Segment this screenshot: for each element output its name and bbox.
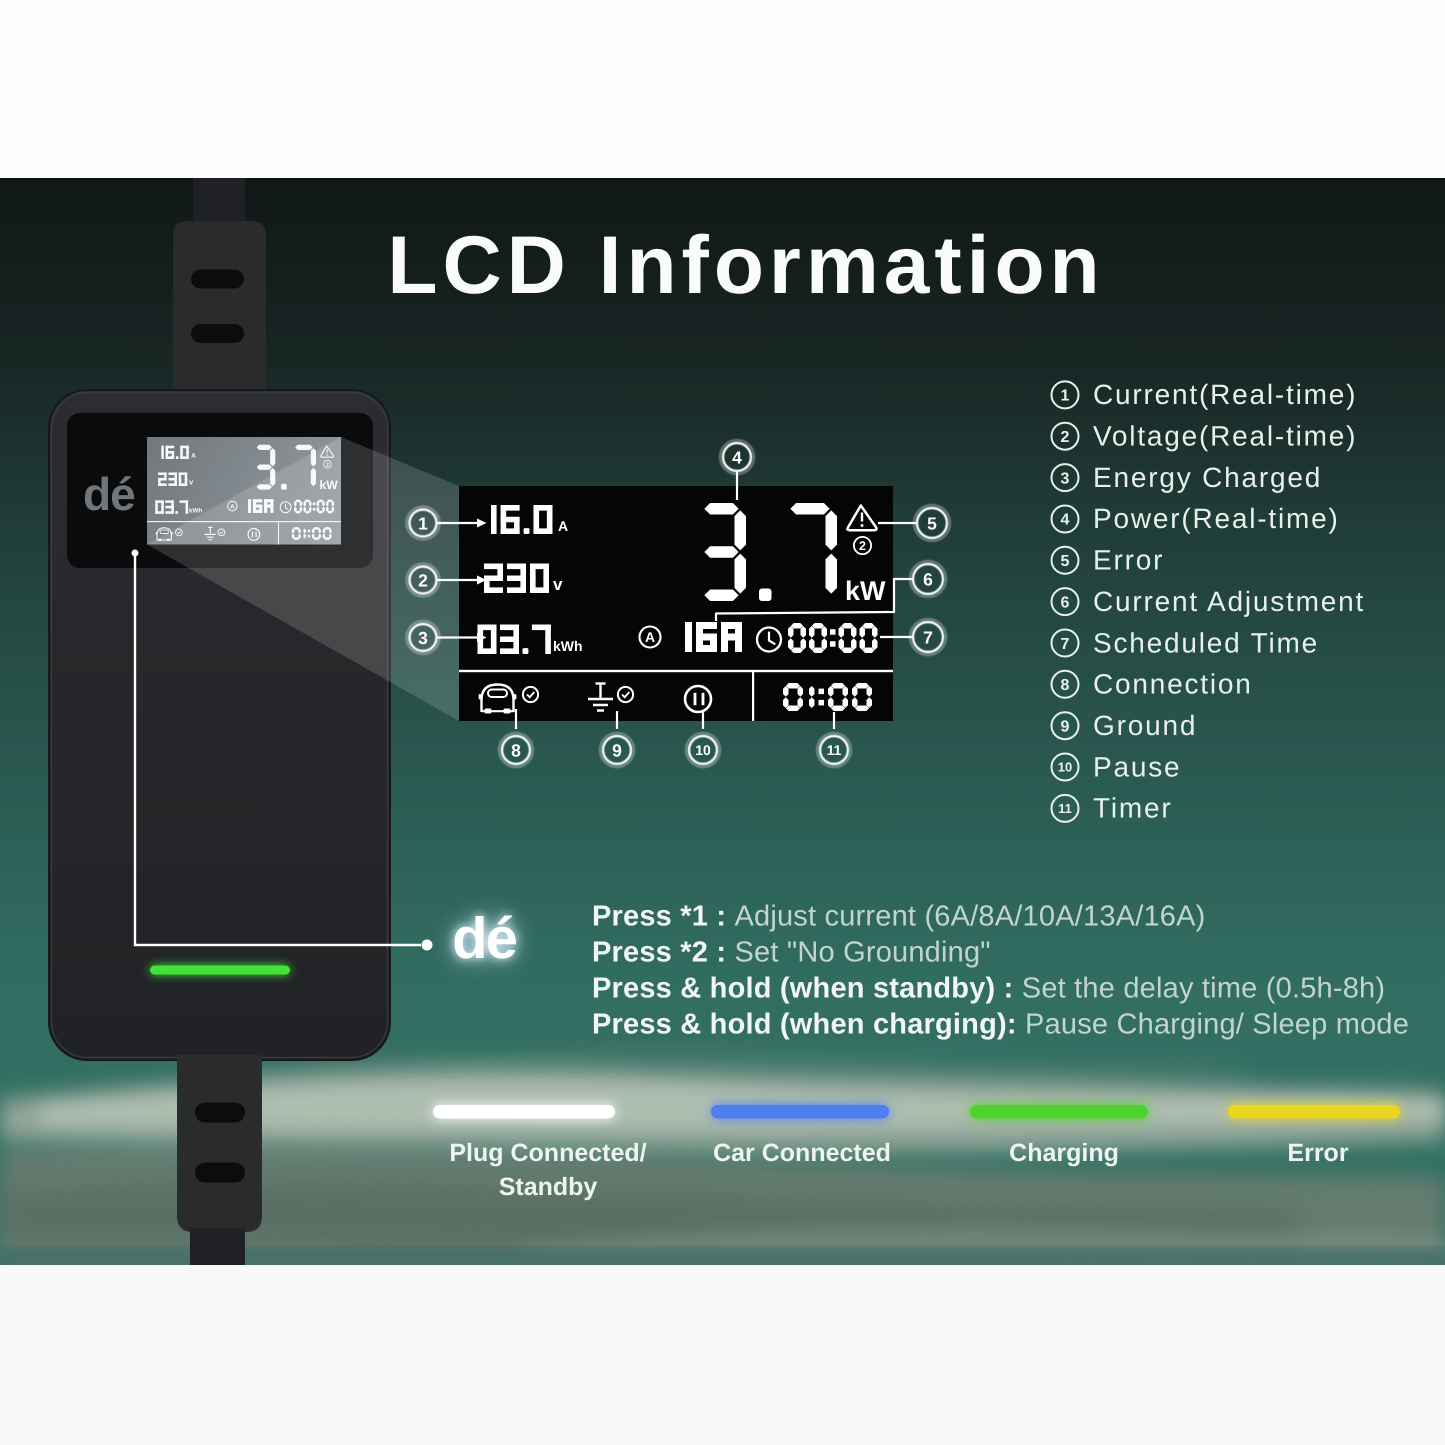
svg-text:2: 2 — [859, 539, 866, 553]
svg-text:2: 2 — [1061, 429, 1070, 446]
svg-text:1: 1 — [418, 513, 428, 533]
svg-text:v: v — [189, 478, 194, 487]
svg-text:Pause: Pause — [1093, 751, 1181, 782]
svg-text:3: 3 — [418, 628, 428, 648]
svg-text:7: 7 — [1061, 636, 1070, 653]
svg-text:dé: dé — [452, 906, 516, 971]
svg-text:6: 6 — [923, 569, 933, 589]
svg-text:Car Connected: Car Connected — [713, 1139, 891, 1167]
svg-text:2: 2 — [326, 462, 329, 468]
svg-text:Press & hold (when charging):: Press & hold (when charging): Pause Char… — [592, 1008, 1409, 1040]
svg-text:Error: Error — [1093, 545, 1164, 576]
svg-text:Ground: Ground — [1093, 710, 1197, 741]
svg-text:8: 8 — [1061, 677, 1070, 694]
svg-text:Scheduled Time: Scheduled Time — [1093, 627, 1319, 658]
svg-text:Timer: Timer — [1093, 793, 1173, 824]
svg-text:A: A — [230, 503, 235, 510]
svg-text:Current(Real-time): Current(Real-time) — [1093, 379, 1357, 410]
svg-text:LCD Information: LCD Information — [387, 220, 1104, 311]
svg-text:Press *1 : Adjust current (6A/: Press *1 : Adjust current (6A/8A/10A/13A… — [592, 900, 1206, 932]
svg-text:4: 4 — [732, 447, 742, 467]
svg-text:11: 11 — [827, 742, 842, 758]
svg-text:3: 3 — [1061, 470, 1070, 487]
svg-text:kW: kW — [320, 478, 339, 492]
svg-text:10: 10 — [695, 742, 711, 758]
svg-text:Plug Connected/: Plug Connected/ — [449, 1139, 646, 1167]
svg-text:Power(Real-time): Power(Real-time) — [1093, 503, 1340, 534]
svg-text:5: 5 — [1061, 553, 1070, 570]
svg-text:Connection: Connection — [1093, 669, 1253, 700]
svg-text:v: v — [553, 575, 563, 594]
svg-text:kWh: kWh — [189, 508, 202, 515]
svg-text:Error: Error — [1287, 1139, 1348, 1167]
svg-text:5: 5 — [927, 513, 937, 533]
svg-text:4: 4 — [1061, 512, 1070, 529]
svg-text:Energy Charged: Energy Charged — [1093, 462, 1322, 493]
svg-text:8: 8 — [511, 740, 521, 760]
svg-text:Voltage(Real-time): Voltage(Real-time) — [1093, 421, 1357, 452]
svg-text:kWh: kWh — [553, 638, 583, 654]
svg-text:2: 2 — [418, 570, 428, 590]
svg-text:dé: dé — [452, 906, 516, 971]
svg-text:A: A — [191, 453, 196, 460]
svg-text:11: 11 — [1058, 801, 1072, 816]
svg-text:Current Adjustment: Current Adjustment — [1093, 586, 1365, 617]
svg-text:10: 10 — [1058, 760, 1072, 775]
svg-text:A: A — [645, 629, 655, 645]
svg-text:Press & hold (when standby) :: Press & hold (when standby) : Set the de… — [592, 972, 1385, 1004]
svg-text:A: A — [558, 518, 568, 534]
svg-text:Charging: Charging — [1009, 1139, 1119, 1167]
svg-text:dé: dé — [83, 468, 135, 520]
svg-text:7: 7 — [923, 627, 933, 647]
svg-text:9: 9 — [1061, 719, 1070, 736]
svg-text:9: 9 — [612, 740, 622, 760]
svg-text:Press *2 : Set "No Grounding": Press *2 : Set "No Grounding" — [592, 936, 991, 968]
svg-text:kW: kW — [845, 576, 886, 606]
svg-text:dé: dé — [452, 906, 516, 971]
svg-text:1: 1 — [1061, 388, 1070, 405]
svg-text:Standby: Standby — [499, 1173, 598, 1201]
svg-text:6: 6 — [1061, 594, 1070, 611]
